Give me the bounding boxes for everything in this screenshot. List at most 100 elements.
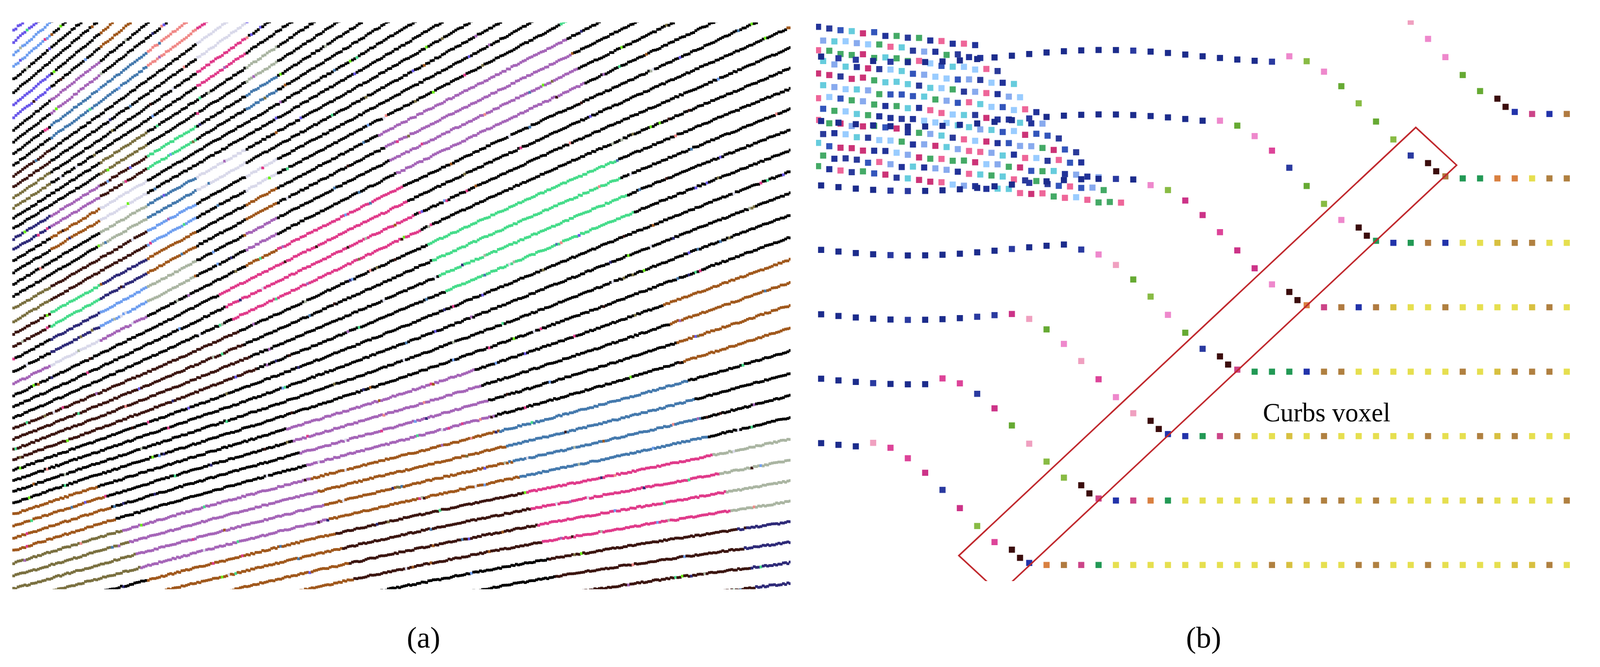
figure-group xyxy=(12,0,1587,598)
point xyxy=(36,593,40,596)
point xyxy=(728,590,732,594)
point xyxy=(283,592,287,596)
point xyxy=(99,590,103,594)
point xyxy=(586,590,590,594)
panel-a-cloud xyxy=(12,14,794,598)
point xyxy=(209,593,213,596)
point xyxy=(45,591,49,595)
point xyxy=(730,588,734,592)
point xyxy=(476,589,480,593)
point xyxy=(229,589,233,593)
point xyxy=(301,589,305,593)
point xyxy=(362,593,366,597)
point xyxy=(788,582,792,586)
point xyxy=(88,594,92,597)
point xyxy=(721,590,725,594)
point xyxy=(472,589,476,593)
point xyxy=(144,594,148,598)
point xyxy=(790,437,794,441)
point xyxy=(790,416,794,420)
point xyxy=(43,591,47,595)
point xyxy=(470,590,474,594)
point xyxy=(102,590,105,594)
point xyxy=(48,591,52,595)
point xyxy=(707,591,711,595)
point xyxy=(459,592,462,596)
point xyxy=(463,592,467,596)
point xyxy=(297,590,301,594)
point xyxy=(153,592,157,596)
point xyxy=(86,594,90,598)
point xyxy=(95,592,99,596)
point xyxy=(90,593,94,596)
point xyxy=(712,592,716,596)
point xyxy=(575,591,579,595)
point xyxy=(50,589,54,593)
point xyxy=(146,593,150,597)
point xyxy=(162,590,166,594)
point xyxy=(788,479,792,483)
point xyxy=(366,593,370,596)
point xyxy=(299,589,303,593)
point xyxy=(149,592,153,596)
point xyxy=(41,593,45,596)
point xyxy=(467,590,471,594)
point xyxy=(723,589,727,593)
point xyxy=(39,592,43,596)
point xyxy=(211,593,215,596)
point xyxy=(218,591,222,595)
point xyxy=(790,458,794,461)
point xyxy=(718,590,722,594)
point xyxy=(694,594,698,597)
point xyxy=(207,594,211,598)
point xyxy=(52,589,56,593)
point xyxy=(34,594,38,597)
point xyxy=(465,591,469,595)
point xyxy=(561,593,565,596)
point xyxy=(222,590,226,594)
point xyxy=(449,594,453,598)
point xyxy=(584,589,588,593)
point xyxy=(790,479,794,483)
point xyxy=(227,590,231,594)
point xyxy=(292,590,296,594)
point xyxy=(579,590,583,594)
point xyxy=(564,592,568,596)
point xyxy=(377,590,381,594)
point xyxy=(790,561,794,565)
point xyxy=(557,594,561,598)
point xyxy=(454,593,458,597)
point xyxy=(474,589,478,593)
point xyxy=(573,591,577,595)
point xyxy=(452,594,456,597)
point xyxy=(384,589,388,593)
point xyxy=(160,590,164,594)
point xyxy=(701,593,705,597)
point xyxy=(710,591,714,595)
point xyxy=(359,593,363,597)
point xyxy=(276,593,280,597)
point xyxy=(375,590,379,594)
point xyxy=(790,520,794,524)
point xyxy=(97,592,101,596)
point xyxy=(788,520,792,524)
point xyxy=(290,592,294,596)
point xyxy=(705,593,709,596)
point xyxy=(216,591,220,595)
point xyxy=(788,541,792,545)
point xyxy=(716,591,720,595)
point xyxy=(790,500,794,504)
point xyxy=(725,589,729,593)
point xyxy=(696,593,700,596)
point xyxy=(93,592,97,596)
point xyxy=(577,591,581,595)
point xyxy=(788,438,792,442)
point xyxy=(732,589,736,593)
point xyxy=(788,459,792,462)
point xyxy=(788,499,792,503)
point xyxy=(373,591,377,595)
point xyxy=(279,594,283,598)
point xyxy=(460,592,464,596)
